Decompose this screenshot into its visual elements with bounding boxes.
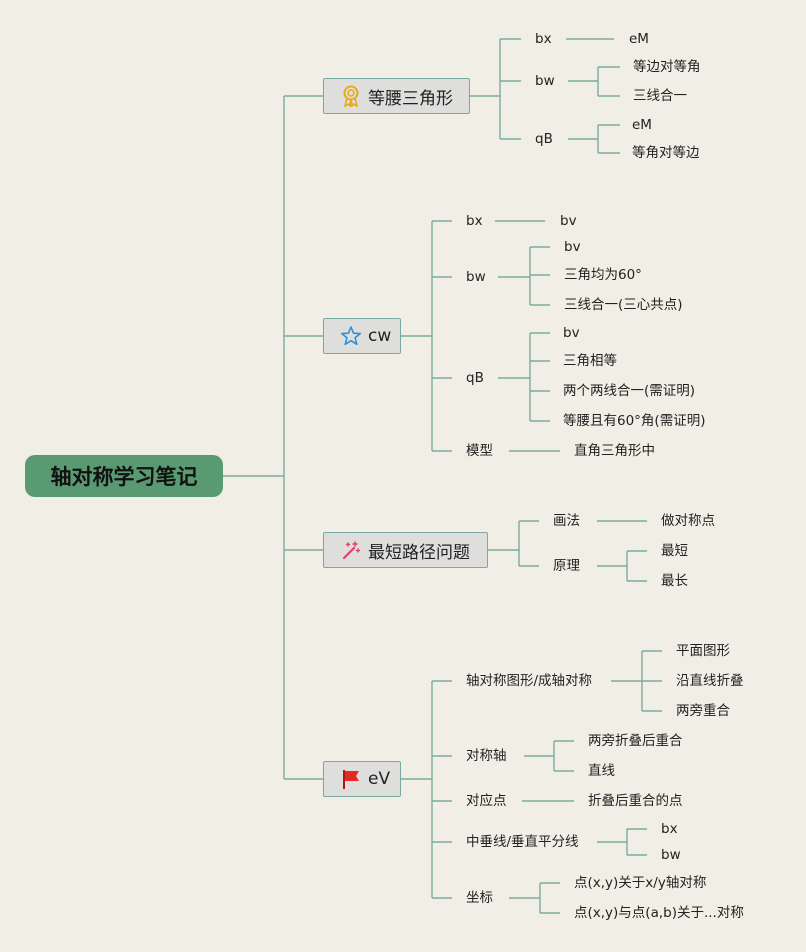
leaf-bv[interactable]: bv <box>563 325 580 341</box>
topic-label: cw <box>368 326 392 346</box>
leaf-symmetric-point[interactable]: 做对称点 <box>661 513 715 529</box>
leaf-point-axis-symmetry[interactable]: 点(x,y)关于x/y轴对称 <box>574 875 707 891</box>
leaf-two-two-line-coincide[interactable]: 两个两线合一(需证明) <box>563 383 696 399</box>
topic-ev[interactable]: eV <box>323 761 401 797</box>
topic-isosceles-triangle[interactable]: 等腰三角形 <box>323 78 470 114</box>
leaf-em[interactable]: eM <box>629 31 649 47</box>
topic-label: 等腰三角形 <box>368 88 453 109</box>
leaf-right-triangle[interactable]: 直角三角形中 <box>574 443 655 459</box>
leaf-em[interactable]: eM <box>632 117 652 133</box>
ribbon-medal-icon <box>340 85 362 107</box>
topic-label: 最短路径问题 <box>368 542 470 563</box>
subtopic-model[interactable]: 模型 <box>466 443 493 459</box>
leaf-straight-line[interactable]: 直线 <box>588 763 615 779</box>
root-topic[interactable]: 轴对称学习笔记 <box>25 455 223 497</box>
leaf-three-angles-equal[interactable]: 三角相等 <box>563 353 617 369</box>
leaf-overlapping-points[interactable]: 折叠后重合的点 <box>588 793 683 809</box>
subtopic-bw[interactable]: bw <box>466 269 486 285</box>
leaf-longest[interactable]: 最长 <box>661 573 688 589</box>
leaf-bw[interactable]: bw <box>661 847 681 863</box>
leaf-both-sides-overlap[interactable]: 两旁重合 <box>676 703 730 719</box>
subtopic-axisymmetric-figure[interactable]: 轴对称图形/成轴对称 <box>466 673 593 689</box>
leaf-isosceles-with-60[interactable]: 等腰且有60°角(需证明) <box>563 413 706 429</box>
subtopic-coordinates[interactable]: 坐标 <box>466 890 493 906</box>
subtopic-method[interactable]: 画法 <box>553 513 580 529</box>
subtopic-bw[interactable]: bw <box>535 73 555 89</box>
leaf-overlap-after-fold[interactable]: 两旁折叠后重合 <box>588 733 683 749</box>
subtopic-bx[interactable]: bx <box>466 213 483 229</box>
leaf-equal-angles-equal-sides[interactable]: 等角对等边 <box>632 145 700 161</box>
topic-cw[interactable]: cw <box>323 318 401 354</box>
topic-shortest-path[interactable]: 最短路径问题 <box>323 532 488 568</box>
leaf-all-angles-60[interactable]: 三角均为60° <box>564 267 642 283</box>
subtopic-perpendicular-bisector[interactable]: 中垂线/垂直平分线 <box>466 834 579 850</box>
red-flag-icon <box>340 768 362 790</box>
leaf-fold-along-line[interactable]: 沿直线折叠 <box>676 673 744 689</box>
subtopic-principle[interactable]: 原理 <box>553 558 580 574</box>
subtopic-qb[interactable]: qB <box>466 370 484 386</box>
leaf-shortest[interactable]: 最短 <box>661 543 688 559</box>
leaf-plane-figure[interactable]: 平面图形 <box>676 643 730 659</box>
leaf-bx[interactable]: bx <box>661 821 678 837</box>
leaf-equal-sides-equal-angles[interactable]: 等边对等角 <box>633 59 701 75</box>
star-icon <box>340 325 362 347</box>
subtopic-corresponding-point[interactable]: 对应点 <box>466 793 507 809</box>
leaf-bv[interactable]: bv <box>564 239 581 255</box>
topic-label: eV <box>368 769 391 789</box>
subtopic-qb[interactable]: qB <box>535 131 553 147</box>
leaf-point-point-symmetry[interactable]: 点(x,y)与点(a,b)关于...对称 <box>574 905 744 921</box>
magic-wand-icon <box>340 539 362 561</box>
leaf-bv[interactable]: bv <box>560 213 577 229</box>
subtopic-axis-of-symmetry[interactable]: 对称轴 <box>466 748 507 764</box>
leaf-three-centers[interactable]: 三线合一(三心共点) <box>564 297 683 313</box>
subtopic-bx[interactable]: bx <box>535 31 552 47</box>
leaf-three-lines-coincide[interactable]: 三线合一 <box>633 88 687 104</box>
